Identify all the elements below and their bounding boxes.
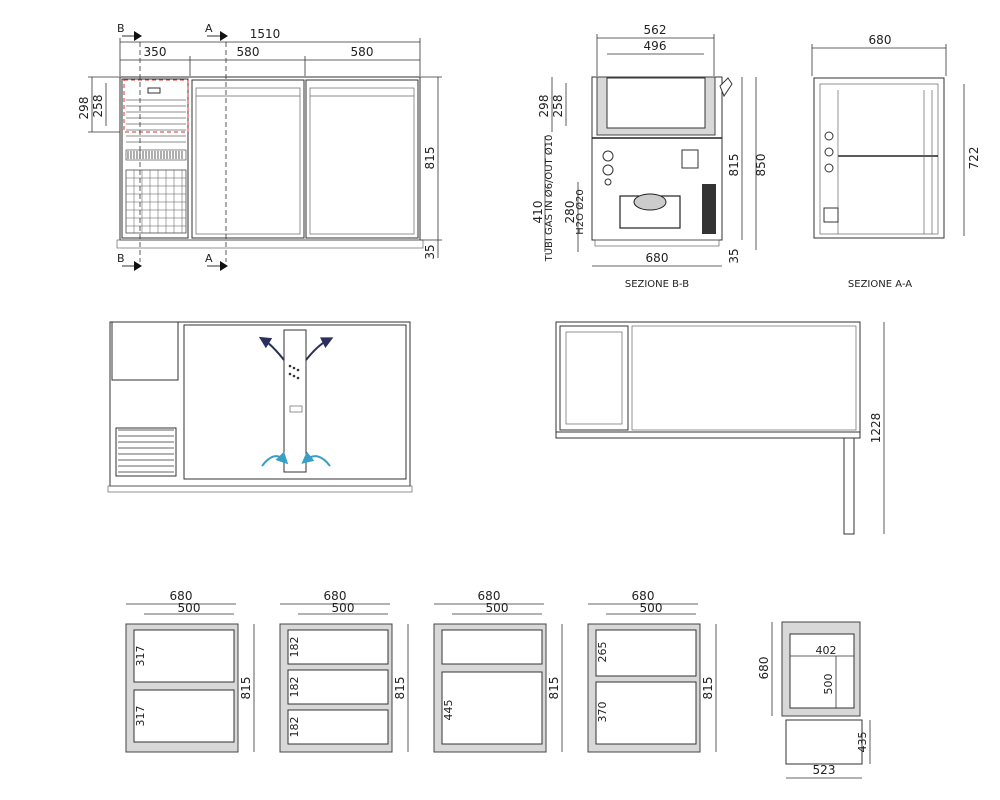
drawer-config-4: 680 500 815 265 370	[587, 589, 717, 753]
dim-config2-height: 815	[393, 677, 407, 700]
dim-config1-inner: 500	[178, 601, 201, 615]
dim-bb-body-height: 815	[727, 154, 741, 177]
section-a-bottom-label: A	[205, 252, 213, 265]
dim-bb-top-height: 298	[537, 95, 551, 118]
dim-config1-tier2: 317	[134, 706, 147, 727]
dim-door1-width: 580	[237, 45, 260, 59]
section-aa-caption: SEZIONE A-A	[848, 279, 912, 290]
dim-bb-depth: 680	[646, 251, 669, 265]
section-bb-caption: SEZIONE B-B	[625, 279, 689, 290]
dim-total-width: 1510	[250, 27, 281, 41]
cold-air-arrow-right	[301, 451, 331, 467]
dim-config1-height: 815	[239, 677, 253, 700]
dim-plan-inner-depth: 500	[822, 674, 835, 695]
dim-config2-tier1: 182	[288, 637, 301, 658]
hot-air-arrow-left	[258, 336, 285, 361]
dim-config2-outer: 680	[324, 589, 347, 603]
pipe-label: TUBI GAS IN Ø6/OUT Ø10	[543, 135, 555, 263]
drawer-config-1: 680 500 815 317 317	[125, 589, 255, 753]
dim-plan-inner-width: 402	[816, 644, 837, 657]
drawer-plan-view: 680 402 500 435 523	[757, 621, 871, 779]
section-aa-view: 680 722 SEZIONE A-A	[811, 33, 981, 290]
dim-front-top-height: 298	[77, 97, 91, 120]
hot-air-arrow-right	[305, 337, 334, 361]
dim-aa-height: 722	[967, 147, 981, 170]
dim-config1-tier1: 317	[134, 646, 147, 667]
section-a-top-label: A	[205, 22, 213, 35]
dim-bb-410: 410	[531, 201, 545, 224]
dim-bb-feet-height: 35	[727, 248, 741, 263]
section-b-top-label: B	[117, 22, 125, 35]
dim-bb-total-height: 850	[754, 154, 768, 177]
side-open-view: 1228	[555, 321, 885, 535]
dim-bb-top-inner-height: 258	[551, 95, 565, 118]
dim-bb-top-inner: 496	[644, 39, 667, 53]
dim-config3-tier1: 445	[442, 700, 455, 721]
section-b-bottom-label: B	[117, 252, 125, 265]
dim-plan-base-width: 523	[813, 763, 836, 777]
dim-config2-tier2: 182	[288, 677, 301, 698]
dim-config3-inner: 500	[486, 601, 509, 615]
dim-front-feet-height: 35	[423, 244, 437, 259]
dim-config4-tier2: 370	[596, 702, 609, 723]
dim-config4-height: 815	[701, 677, 715, 700]
dim-config2-inner: 500	[332, 601, 355, 615]
dim-aa-depth: 680	[869, 33, 892, 47]
dim-front-body-height: 815	[423, 147, 437, 170]
dim-config4-inner: 500	[640, 601, 663, 615]
dim-compressor-width: 350	[144, 45, 167, 59]
dim-plan-depth: 680	[757, 657, 771, 680]
cold-air-arrow-left	[261, 451, 289, 467]
dim-config3-outer: 680	[478, 589, 501, 603]
dim-plan-extension: 435	[856, 732, 869, 753]
drawer-config-3: 680 500 815 445	[433, 589, 563, 753]
dim-config4-tier1: 265	[596, 642, 609, 663]
dim-config3-height: 815	[547, 677, 561, 700]
dim-config4-outer: 680	[632, 589, 655, 603]
section-bb-view: 562 496 298 258 TUBI GAS IN Ø6/OUT Ø10 4…	[531, 23, 768, 290]
dim-open-height: 1228	[869, 413, 883, 444]
dim-bb-top-outer: 562	[644, 23, 667, 37]
dim-front-top-inner: 258	[91, 95, 105, 118]
dim-config2-tier3: 182	[288, 717, 301, 738]
top-view-airflow	[107, 321, 413, 493]
drawer-config-2: 680 500 815 182 182 182	[279, 589, 409, 753]
h2o-label: H2O Ø20	[574, 189, 586, 235]
dim-bb-280: 280	[563, 201, 577, 224]
dim-config1-outer: 680	[170, 589, 193, 603]
front-view: 1510 350 580 580 B A B A	[77, 22, 442, 271]
dim-door2-width: 580	[351, 45, 374, 59]
